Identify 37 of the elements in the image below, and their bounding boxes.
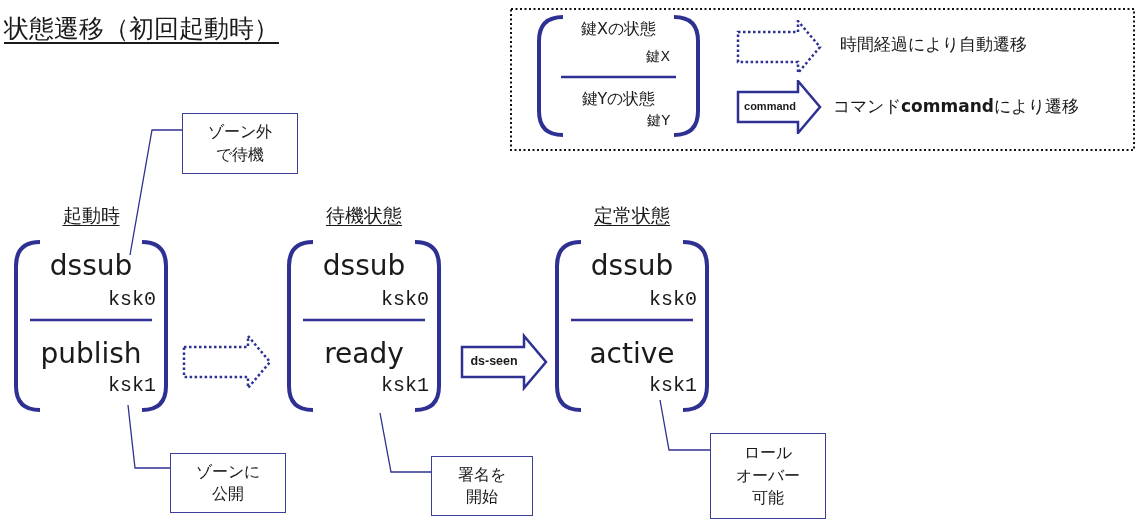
- state-value: dssub: [589, 252, 675, 280]
- state-value: ready: [323, 340, 405, 368]
- leader-line: [127, 404, 171, 469]
- callout-box: [431, 456, 533, 516]
- key-name: ksk0: [381, 290, 429, 310]
- key-name: ksk1: [108, 376, 156, 396]
- key-state-label: 鍵Xの状態: [580, 21, 657, 37]
- key-name: ksk1: [649, 376, 697, 396]
- key-state-label: 鍵Yの状態: [580, 91, 657, 107]
- block-arrow: [460, 332, 548, 392]
- key-name: ksk0: [108, 290, 156, 310]
- state-value: active: [588, 340, 676, 368]
- callout-box: [170, 453, 286, 513]
- state-heading: 定常状態: [593, 206, 671, 225]
- state-value: dssub: [48, 252, 134, 280]
- state-value: publish: [39, 340, 143, 368]
- arrow-label: command: [743, 101, 797, 112]
- key-name: ksk0: [649, 290, 697, 310]
- leader-line: [659, 399, 711, 451]
- legend-text: 時間経過により自動遷移: [840, 36, 1027, 53]
- state-heading: 待機状態: [325, 206, 403, 225]
- key-name: 鍵X: [646, 49, 670, 63]
- legend-text: コマンドcommandにより遷移: [833, 98, 1079, 115]
- leader-line: [379, 412, 432, 473]
- diagram-title: 状態遷移（初回起動時）: [4, 16, 279, 41]
- key-name: 鍵Y: [647, 113, 670, 127]
- callout-text: ロールオーバー可能: [736, 442, 800, 510]
- callout-text: ゾーン外で待機: [208, 121, 272, 166]
- state-heading: 起動時: [61, 206, 121, 225]
- edge-label: ds-seen: [469, 355, 519, 368]
- callout-text: ゾーンに公開: [196, 460, 260, 505]
- callout-box: [710, 433, 826, 519]
- leader-line: [129, 129, 183, 256]
- callout-box: [182, 113, 298, 174]
- key-name: ksk1: [381, 376, 429, 396]
- callout-text: 署名を開始: [458, 463, 506, 508]
- state-value: dssub: [321, 252, 407, 280]
